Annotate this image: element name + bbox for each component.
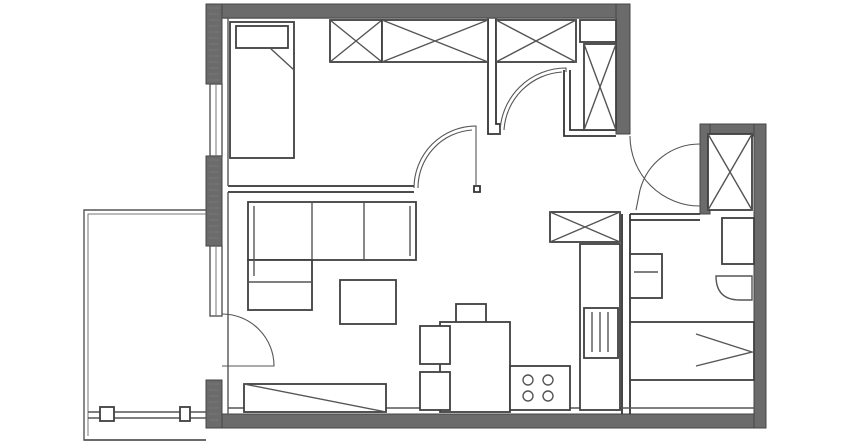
doors	[221, 67, 701, 367]
wall-top	[205, 3, 631, 19]
door-bedroom	[413, 125, 477, 189]
coffee-table	[339, 279, 397, 325]
sofa	[247, 201, 417, 311]
wall-bottom	[205, 413, 767, 429]
dining-set	[419, 303, 511, 413]
sideboard	[243, 383, 387, 413]
door-entrance	[221, 313, 275, 367]
balcony	[83, 209, 206, 441]
wall-hatching	[209, 7, 219, 421]
windows	[209, 83, 223, 317]
bed	[229, 21, 295, 159]
outer-walls	[205, 3, 767, 429]
wall-bathroom-right	[753, 123, 767, 429]
door-bathroom	[629, 135, 701, 207]
bathroom	[629, 133, 755, 381]
wall-left-low	[205, 379, 223, 429]
kitchen	[509, 211, 621, 411]
wardrobes	[329, 19, 617, 131]
door-corridor	[499, 67, 567, 135]
wall-right-upper	[615, 3, 631, 135]
